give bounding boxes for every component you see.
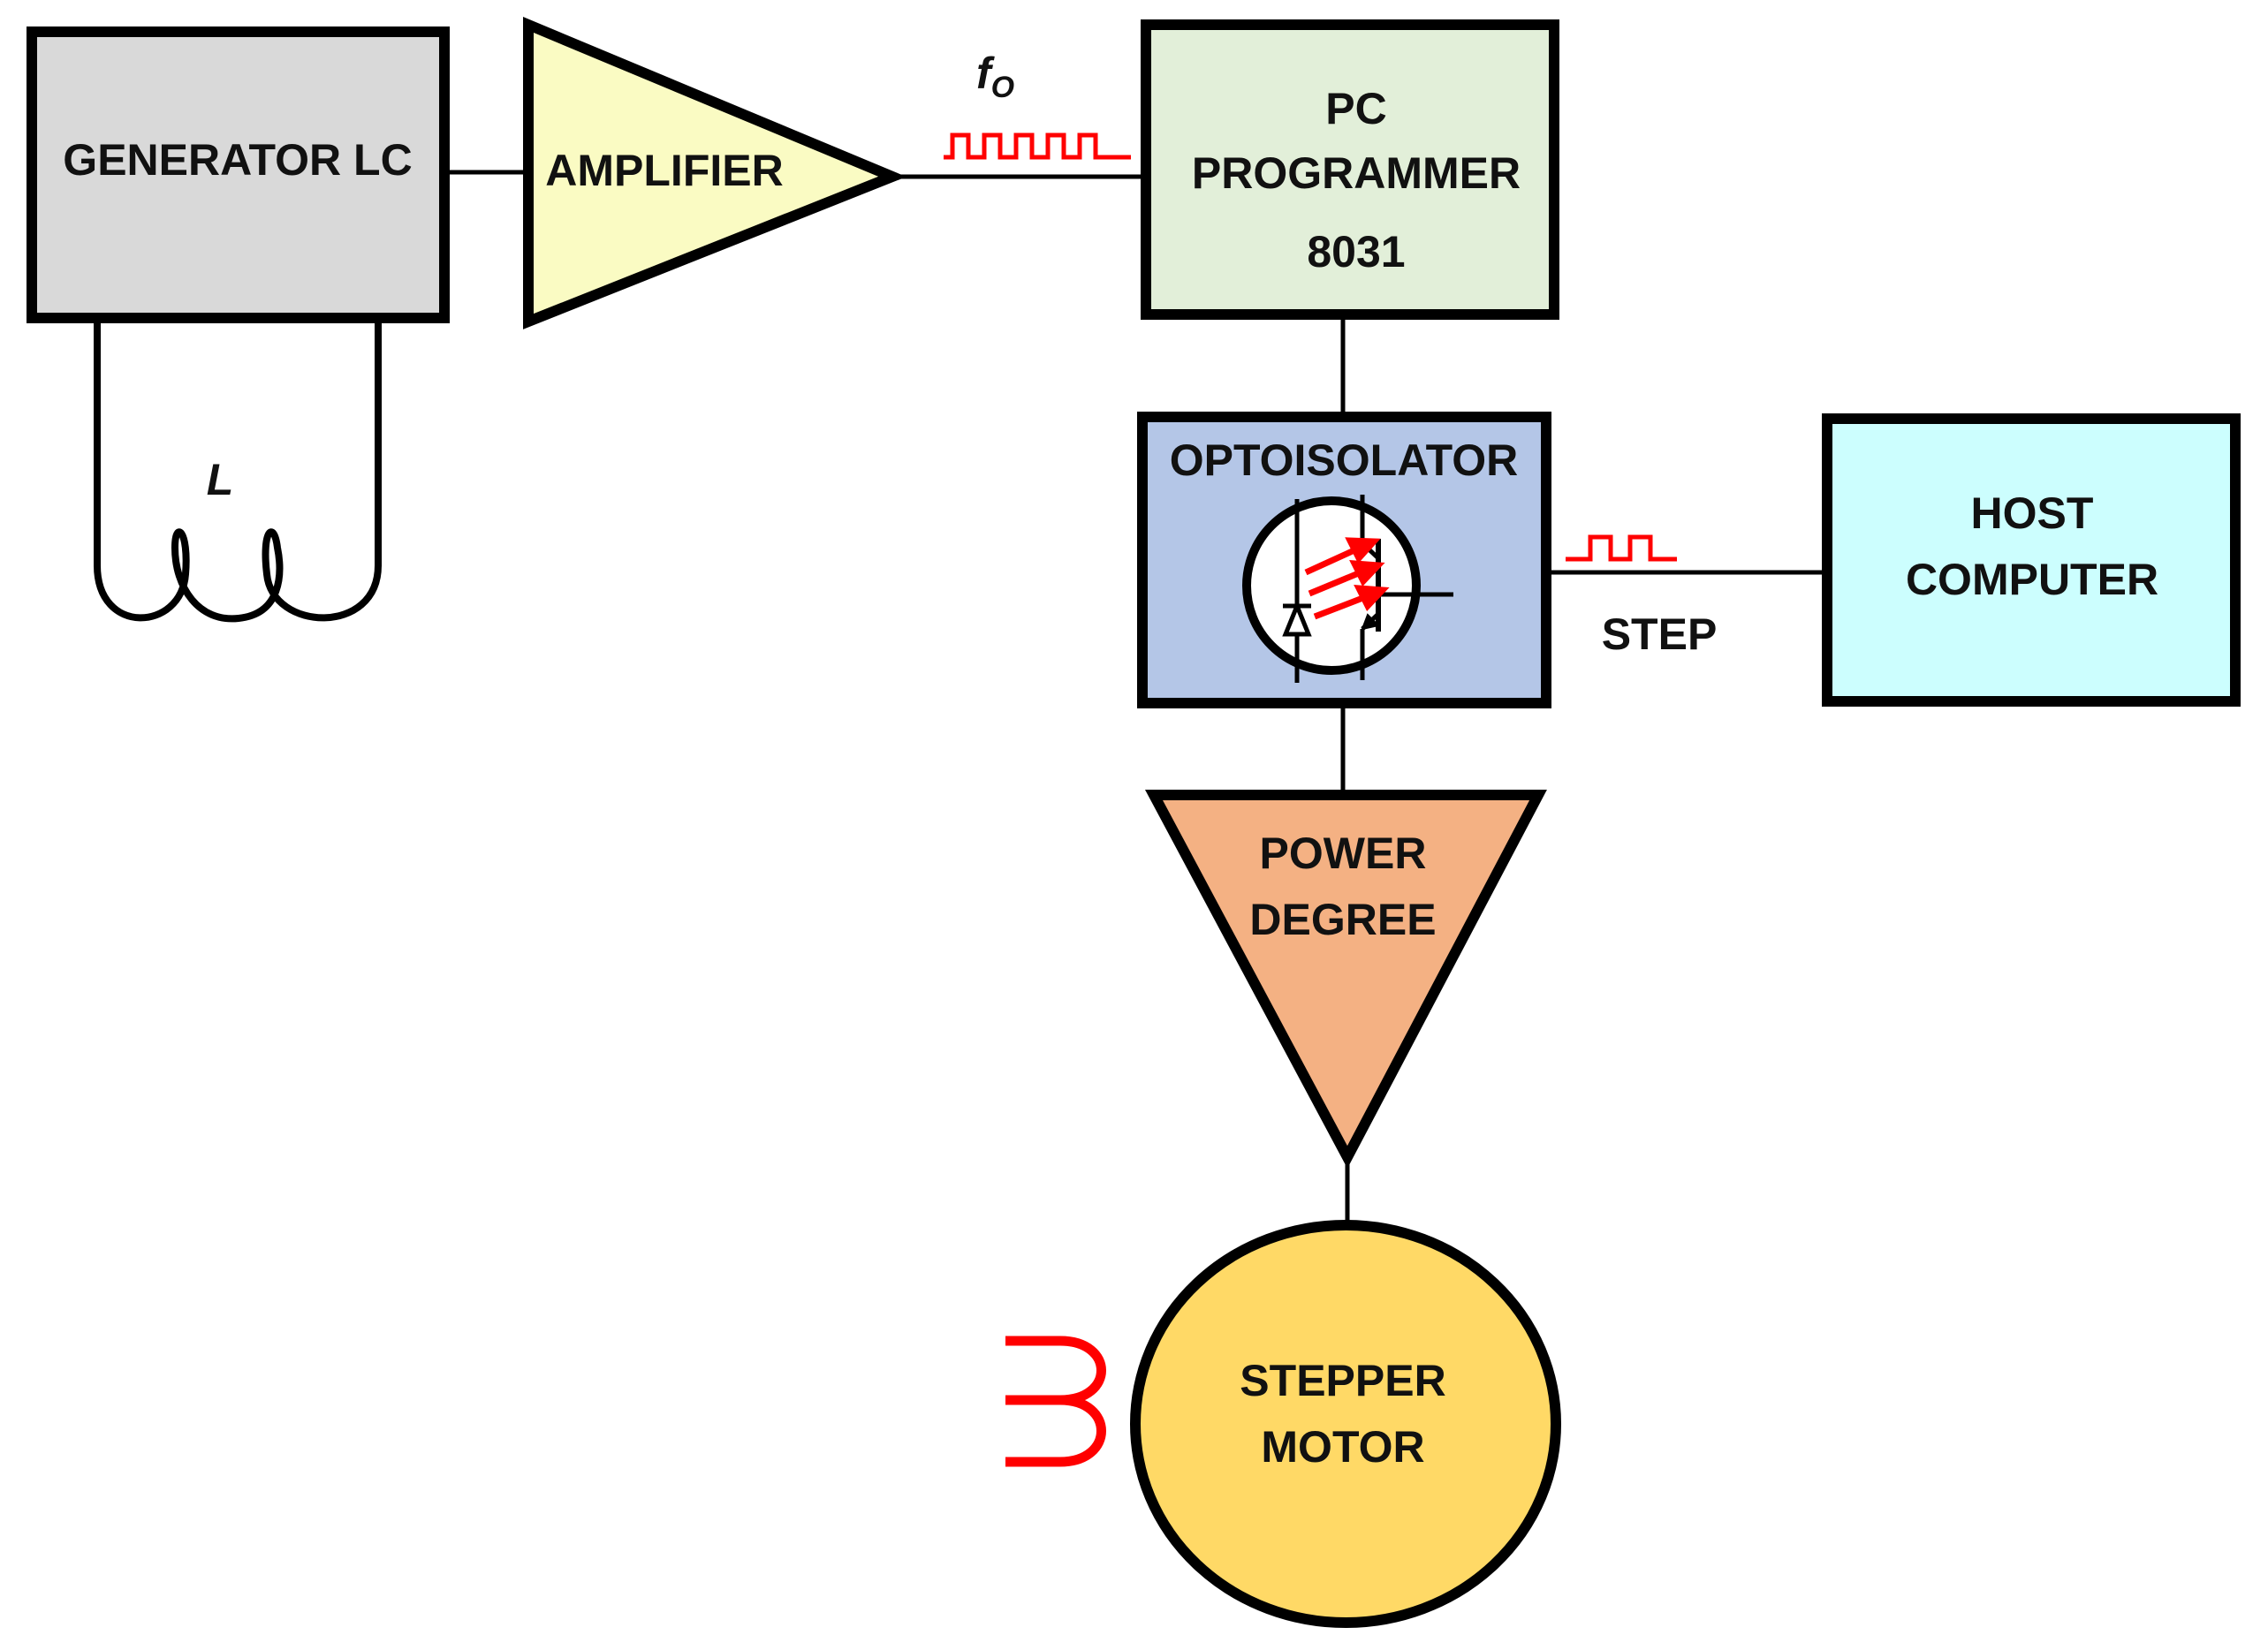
power-degree-line1: POWER	[1260, 829, 1427, 878]
programmer-box	[1141, 19, 1559, 320]
host-computer-box	[1822, 413, 2241, 707]
amplifier-block: AMPLIFIER	[523, 16, 906, 329]
stepper-motor-line2: MOTOR	[1261, 1422, 1424, 1472]
programmer-line3: 8031	[1307, 227, 1405, 276]
host-computer-line2: COMPUTER	[1906, 555, 2158, 604]
generator-box	[27, 26, 450, 323]
step-label: STEP	[1602, 609, 1718, 659]
generator-label: GENERATOR LC	[63, 135, 412, 185]
host-computer-line1: HOST	[1971, 488, 2094, 538]
host-computer-block: HOST COMPUTER	[1822, 413, 2241, 707]
pulse-train-output	[944, 132, 1131, 160]
programmer-line2: PROGRAMMER	[1192, 148, 1521, 198]
diode-icon	[1282, 600, 1312, 637]
amplifier-triangle	[523, 16, 906, 329]
pulse-train-step	[1566, 534, 1677, 562]
power-degree-triangle	[1144, 790, 1547, 1169]
frequency-label: fO	[976, 49, 1014, 104]
light-arrows-icon	[1304, 537, 1390, 620]
inductor-winding	[94, 528, 382, 623]
programmer-block: PC PROGRAMMER 8031	[1141, 19, 1559, 320]
stepper-motor-line1: STEPPER	[1240, 1356, 1445, 1405]
power-degree-block: POWER DEGREE	[1144, 790, 1547, 1169]
frequency-subscript: O	[991, 71, 1014, 104]
power-degree-line2: DEGREE	[1249, 895, 1436, 944]
inductor-label: L	[207, 455, 234, 504]
generator-block: GENERATOR LC	[27, 26, 450, 323]
programmer-line1: PC	[1325, 84, 1386, 133]
inductor-coil	[94, 318, 382, 623]
motor-coil-icon	[1005, 1336, 1106, 1467]
stepper-motor-ellipse	[1130, 1220, 1561, 1628]
stepper-motor-block: STEPPER MOTOR	[1130, 1220, 1561, 1628]
frequency-base: f	[976, 49, 995, 98]
optoisolator-block: OPTOISOLATOR	[1137, 412, 1551, 708]
emitter-arrow-icon	[1361, 613, 1380, 631]
optoisolator-label: OPTOISOLATOR	[1170, 435, 1518, 485]
wires	[444, 170, 1827, 1223]
amplifier-label: AMPLIFIER	[545, 146, 783, 195]
